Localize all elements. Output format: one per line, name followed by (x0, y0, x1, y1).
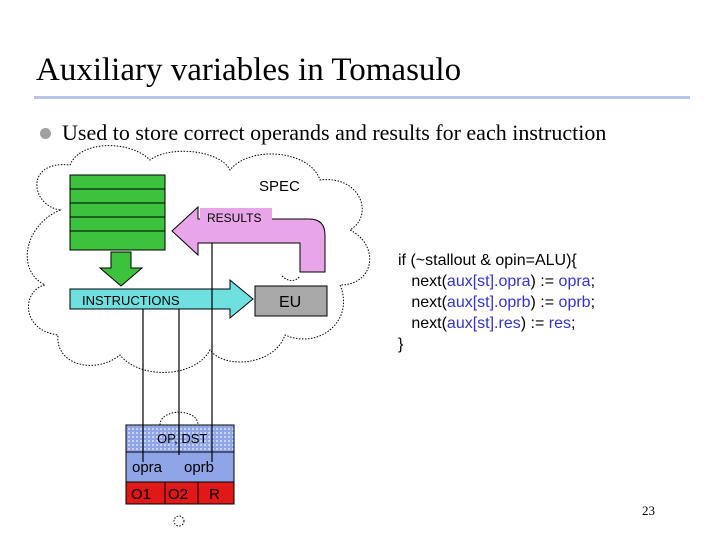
bullet-dot-icon (40, 128, 51, 139)
code-line-5: } (398, 336, 404, 353)
results-label: RESULTS (207, 211, 261, 225)
code-line-4: next(aux[st].res) := res; (398, 313, 595, 334)
code-text: next( (411, 273, 447, 290)
spec-label: SPEC (259, 178, 300, 195)
code-text: ) := (530, 273, 559, 290)
rs-op-dst-row (125, 424, 235, 453)
spec-register-stack (69, 174, 166, 251)
code-text: ) := (520, 315, 549, 332)
code-text: ; (590, 294, 596, 311)
dotted-loop-top (159, 411, 199, 426)
code-text: next( (411, 315, 447, 332)
bullet-text: Used to store correct operands and resul… (62, 120, 607, 145)
code-block: if (~stallout & opin=ALU){ next(aux[st].… (398, 250, 595, 355)
rs-o2-label: O2 (168, 486, 188, 503)
small-circle-icon (173, 515, 185, 527)
down-arrow-icon (98, 251, 144, 287)
rs-r-label: R (209, 486, 220, 503)
code-aux-ref: aux[st].oprb (446, 294, 531, 311)
code-var: opra (558, 273, 591, 290)
rs-op-dst-label: OP, DST (157, 431, 207, 446)
code-text: next( (411, 294, 447, 311)
rs-status-row (125, 481, 235, 505)
rs-o1-label: O1 (131, 486, 151, 503)
title-underline (34, 96, 690, 99)
code-text: ; (590, 273, 596, 290)
code-var: res (548, 315, 571, 332)
code-line-1: if (~stallout & opin=ALU){ (398, 252, 577, 269)
eu-label: EU (279, 294, 301, 311)
code-line-3: next(aux[st].oprb) := oprb; (398, 292, 595, 313)
dotted-loop-eu (281, 275, 301, 281)
instructions-label: INSTRUCTIONS (82, 293, 180, 308)
eu-box (254, 285, 328, 317)
rs-opra-label: opra (132, 459, 163, 476)
code-var: oprb (558, 294, 591, 311)
results-label-box (200, 208, 272, 226)
code-text: ; (570, 315, 576, 332)
code-aux-ref: aux[st].res (446, 315, 521, 332)
page-number: 23 (642, 503, 655, 518)
code-aux-ref: aux[st].opra (446, 273, 531, 290)
code-line-2: next(aux[st].opra) := opra; (398, 271, 595, 292)
rs-oprb-label: oprb (184, 459, 214, 476)
code-text: ) := (530, 294, 559, 311)
instructions-arrow (69, 278, 254, 320)
slide-title: Auxiliary variables in Tomasulo (36, 52, 462, 88)
